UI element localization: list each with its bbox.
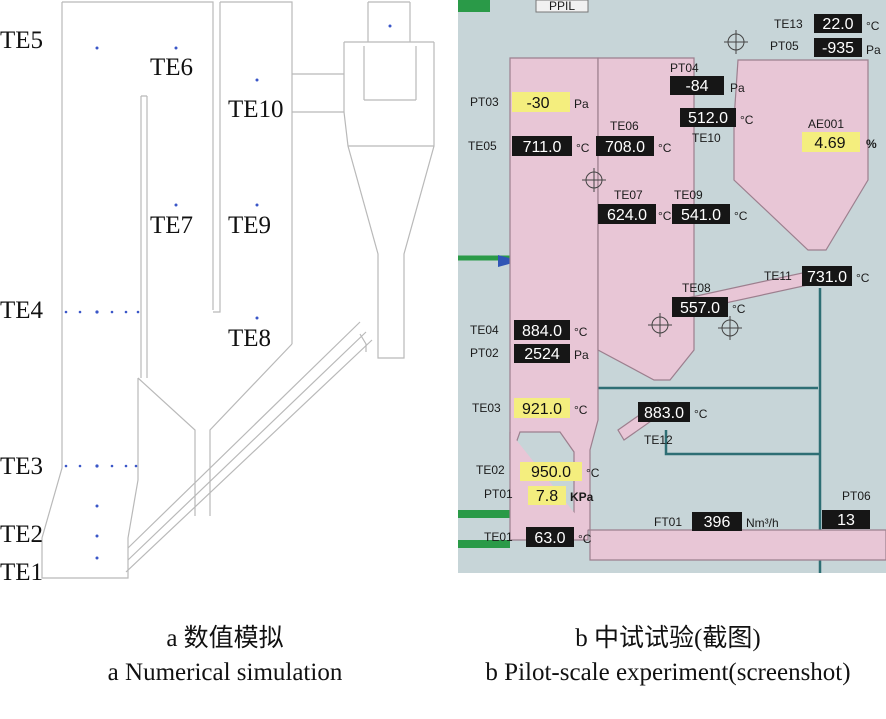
pt02-value: 2524	[524, 346, 560, 363]
inclined-return-pipe	[125, 321, 373, 573]
ft01-value: 396	[704, 514, 731, 531]
pt05-unit: Pa	[866, 43, 881, 57]
te05-tag: TE05	[468, 139, 497, 153]
pt04-tag: PT04	[670, 61, 699, 75]
te03-unit: °C	[574, 403, 588, 417]
label-te7: TE7	[150, 212, 193, 239]
sensor-crosshair-icon	[582, 168, 606, 192]
te11-tag: TE11	[764, 269, 792, 283]
pt06-value: 13	[837, 512, 855, 529]
ae001-value: 4.69	[814, 135, 845, 152]
te13-unit: °C	[866, 19, 880, 33]
pt03-value: -30	[526, 95, 549, 112]
pilot-scale-screenshot: PPIL TE13 22.0 °C PT05 -935 Pa PT04	[458, 0, 886, 573]
label-te9: TE9	[228, 212, 271, 239]
te12-tag: TE12	[644, 433, 673, 447]
te01-unit: °C	[578, 532, 592, 546]
label-te5: TE5	[0, 27, 43, 54]
te11-unit: °C	[856, 271, 870, 285]
ft01-unit: Nm³/h	[746, 516, 779, 530]
caption-a-en: a Numerical simulation	[107, 659, 343, 686]
inner-partition	[140, 95, 148, 378]
caption-a: a 数值模拟 a Numerical simulation	[0, 622, 450, 690]
te04-tag: TE04	[470, 323, 499, 337]
pt01-unit: KPa	[570, 490, 594, 504]
label-te3: TE3	[0, 453, 43, 480]
te05-unit: °C	[576, 141, 590, 155]
sensor-crosshair-icon	[648, 313, 672, 337]
te04-unit: °C	[574, 325, 588, 339]
caption-b-en: b Pilot-scale experiment(screenshot)	[485, 659, 851, 686]
pt04-unit: Pa	[730, 81, 745, 95]
top-panel-button-label: PPIL	[549, 0, 575, 13]
te10-tag: TE10	[692, 131, 721, 145]
te02-value: 950.0	[531, 464, 571, 481]
teal-pipes	[596, 288, 822, 573]
pt04-value: -84	[685, 78, 708, 95]
te06-value: 708.0	[605, 139, 645, 156]
flow-arrow-icon	[498, 255, 520, 267]
te06-tag: TE06	[610, 119, 639, 133]
te12-unit: °C	[694, 407, 708, 421]
ft01-tag: FT01	[654, 515, 682, 529]
te05-value: 711.0	[523, 139, 562, 156]
return-leg	[359, 298, 405, 359]
te03-tag: TE03	[472, 401, 501, 415]
top-panel-button[interactable]	[535, 0, 589, 13]
riser-outline	[41, 2, 139, 579]
downcomer-hopper	[137, 343, 293, 516]
te06-unit: °C	[658, 141, 672, 155]
cyclone-inlet-duct	[292, 73, 344, 113]
te01-tag: TE01	[484, 530, 513, 544]
te09-tag: TE09	[674, 188, 703, 202]
te08-value: 557.0	[680, 300, 720, 317]
te09-value: 541.0	[681, 207, 721, 224]
te07-value: 624.0	[607, 207, 647, 224]
te07-unit: °C	[658, 209, 672, 223]
te10-value: 512.0	[688, 110, 728, 127]
te01-value: 63.0	[534, 530, 565, 547]
label-te2: TE2	[0, 521, 43, 548]
ae001-unit: %	[866, 137, 877, 151]
second-pass-outline	[213, 1, 293, 344]
riser-top	[62, 1, 214, 310]
pt02-unit: Pa	[574, 348, 589, 362]
pt03-unit: Pa	[574, 97, 589, 111]
caption-b: b 中试试验(截图) b Pilot-scale experiment(scre…	[450, 622, 886, 690]
caption-a-zh: a 数值模拟	[166, 625, 284, 652]
te12-value: 883.0	[644, 405, 684, 422]
te13-value: 22.0	[822, 16, 853, 33]
pt01-value: 7.8	[536, 488, 558, 505]
label-te8: TE8	[228, 325, 271, 352]
sensor-crosshair-icon	[724, 30, 748, 54]
pt01-tag: PT01	[484, 487, 513, 501]
te11-value: 731.0	[807, 269, 847, 286]
label-te10: TE10	[228, 96, 284, 123]
te04-value: 884.0	[522, 323, 562, 340]
te13-tag: TE13	[774, 17, 803, 31]
cyclone-body	[343, 1, 435, 298]
te02-unit: °C	[586, 466, 600, 480]
label-te4: TE4	[0, 297, 44, 324]
te02-tag: TE02	[476, 463, 505, 477]
pt03-tag: PT03	[470, 95, 499, 109]
te08-tag: TE08	[682, 281, 711, 295]
te07-tag: TE07	[614, 188, 643, 202]
te09-unit: °C	[734, 209, 748, 223]
numerical-simulation-diagram: TE5 TE6 TE10 TE7 TE9 TE4 TE8 TE3 TE2 TE1	[0, 1, 435, 586]
caption-b-zh: b 中试试验(截图)	[575, 625, 761, 652]
label-te6: TE6	[150, 54, 193, 81]
pt05-value: -935	[822, 40, 854, 57]
te08-unit: °C	[732, 302, 746, 316]
ae001-tag: AE001	[808, 117, 844, 131]
te03-value: 921.0	[522, 401, 562, 418]
pt06-tag: PT06	[842, 489, 871, 503]
pt02-tag: PT02	[470, 346, 499, 360]
label-te1: TE1	[0, 559, 43, 586]
te10-unit: °C	[740, 113, 754, 127]
sensor-crosshair-icon	[718, 316, 742, 340]
pt05-tag: PT05	[770, 39, 799, 53]
